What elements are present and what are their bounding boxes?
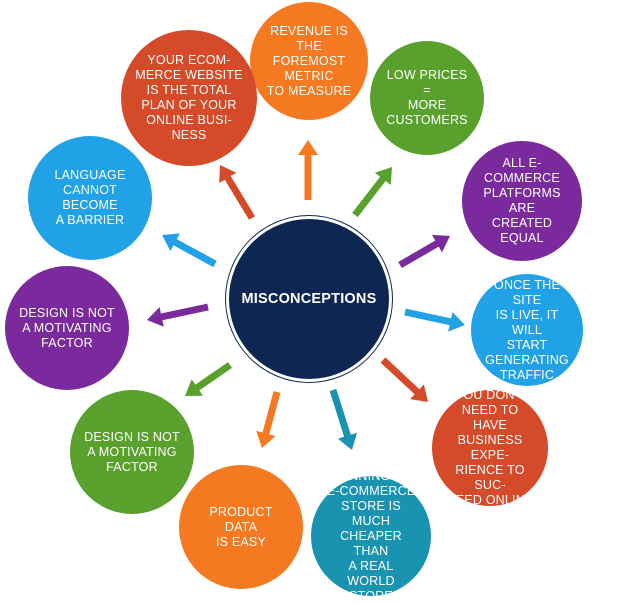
node-label: PRODUCT DATA IS EASY [209, 504, 273, 549]
node-revenue: REVENUE IS THE FOREMOST METRIC TO MEASUR… [250, 2, 368, 120]
node-website-plan: YOUR ECOM- MERCE WEBSITE IS THE TOTAL PL… [121, 30, 257, 166]
arrow-platforms-equal [398, 234, 450, 268]
node-label: DESIGN IS NOT A MOTIVATING FACTOR [84, 429, 180, 474]
node-label: YOU DON'T NEED TO HAVE BUSINESS EXPE- RI… [446, 388, 534, 507]
node-product-data: PRODUCT DATA IS EASY [179, 465, 303, 589]
arrow-cheaper [329, 388, 357, 450]
node-design-purple: DESIGN IS NOT A MOTIVATING FACTOR [5, 266, 129, 390]
center-hub: MISCONCEPTIONS [226, 216, 392, 382]
node-label: ALL E-COMMERCE PLATFORMS ARE CREATED EQU… [483, 156, 561, 245]
node-label: REVENUE IS THE FOREMOST METRIC TO MEASUR… [266, 23, 352, 98]
node-low-prices: LOW PRICES = MORE CUSTOMERS [370, 41, 484, 155]
node-label: YOUR ECOM- MERCE WEBSITE IS THE TOTAL PL… [135, 53, 243, 142]
node-label: RUNNING AN E-COMMERCE STORE IS MUCH CHEA… [326, 468, 416, 603]
arrow-design-green [185, 362, 232, 396]
node-label: ONCE THE SITE IS LIVE, IT WILL START GEN… [485, 277, 569, 382]
arrow-low-prices [352, 167, 392, 218]
arrow-revenue [298, 140, 318, 200]
node-label: LANGUAGE CANNOT BECOME A BARRIER [54, 168, 126, 227]
node-language: LANGUAGE CANNOT BECOME A BARRIER [28, 136, 152, 260]
arrow-site-live [404, 308, 465, 332]
arrow-business-exp [380, 357, 428, 402]
arrow-product-data [256, 391, 281, 448]
arrow-language [162, 233, 217, 268]
node-cheaper: RUNNING AN E-COMMERCE STORE IS MUCH CHEA… [311, 469, 431, 603]
node-label: LOW PRICES = MORE CUSTOMERS [386, 68, 468, 127]
node-platforms-equal: ALL E-COMMERCE PLATFORMS ARE CREATED EQU… [462, 141, 582, 261]
node-design-green: DESIGN IS NOT A MOTIVATING FACTOR [70, 390, 194, 514]
node-business-exp: YOU DON'T NEED TO HAVE BUSINESS EXPE- RI… [432, 388, 548, 507]
node-label: DESIGN IS NOT A MOTIVATING FACTOR [19, 305, 115, 350]
arrow-website-plan [219, 165, 255, 220]
center-label: MISCONCEPTIONS [241, 291, 377, 307]
node-site-live: ONCE THE SITE IS LIVE, IT WILL START GEN… [471, 274, 583, 386]
arrow-design-purple [147, 303, 209, 327]
